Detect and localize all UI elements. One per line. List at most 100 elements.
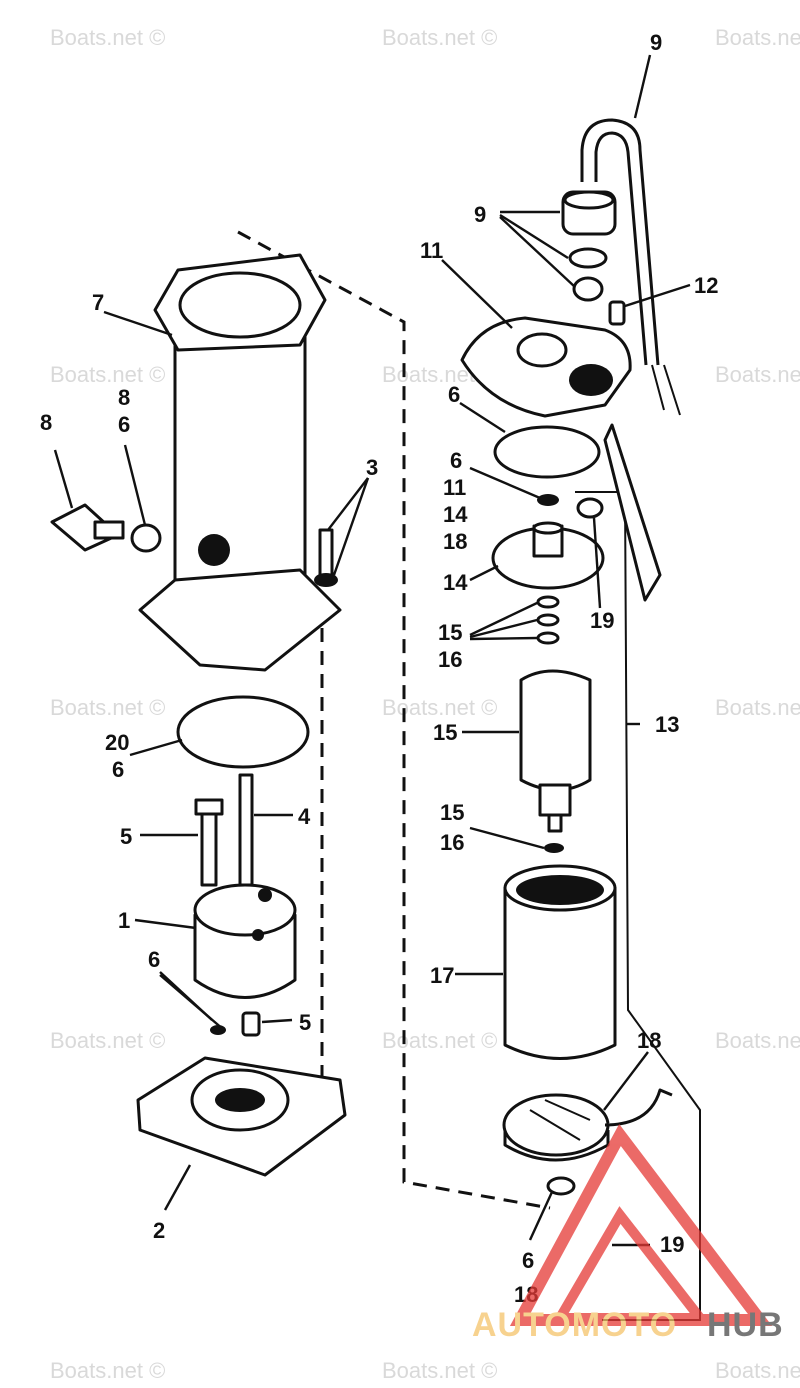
bolt-5 <box>200 808 218 887</box>
callout-6: 6 <box>450 448 462 473</box>
callout-11: 11 <box>420 238 443 263</box>
watermark: Boats.net © <box>50 25 165 50</box>
callout-5: 5 <box>299 1010 311 1035</box>
callout-14: 14 <box>443 570 468 595</box>
housing-base <box>138 568 342 672</box>
callout-11: 11 <box>443 475 466 500</box>
callout-13: 13 <box>655 712 679 737</box>
callout-labels: 9 9 11 12 7 8 8 6 6 3 6 11 14 18 14 19 1… <box>40 30 718 1307</box>
callout-6: 6 <box>118 412 130 437</box>
callout-7: 7 <box>92 290 104 315</box>
bolt-5-head <box>194 798 224 816</box>
brush-holder-18 <box>502 1088 673 1162</box>
callout-9: 9 <box>650 30 662 55</box>
watermark: Boats.net © <box>715 1358 800 1383</box>
fill-port <box>198 534 230 566</box>
pump-body <box>193 913 297 999</box>
callout-6: 6 <box>448 382 460 407</box>
callout-18: 18 <box>443 529 467 554</box>
watermark: Boats.net © <box>382 1028 497 1053</box>
callout-16: 16 <box>438 647 462 672</box>
stud-4 <box>238 773 254 887</box>
watermark: Boats.net © <box>382 695 497 720</box>
callout-16: 16 <box>440 830 464 855</box>
leader-lines <box>53 54 691 1247</box>
harness-loop-inner <box>594 131 648 366</box>
seal-small <box>537 494 559 506</box>
washer <box>536 595 560 609</box>
callout-14: 14 <box>443 502 468 527</box>
pump-port <box>252 929 264 941</box>
hub-top <box>532 521 564 535</box>
reservoir-housing-7 <box>138 253 342 672</box>
motor-housing-17 <box>503 864 617 1060</box>
brush-holder-detail <box>529 1099 591 1141</box>
lockwasher <box>314 573 338 587</box>
end-cap-11 <box>460 300 632 418</box>
plug-thread <box>93 520 125 540</box>
housing-body <box>503 886 617 1060</box>
callout-6: 6 <box>112 757 124 782</box>
pin-5 <box>241 1011 261 1037</box>
logo-triangle <box>509 1123 773 1326</box>
end-cap-boss <box>516 332 568 368</box>
callout-18: 18 <box>637 1028 661 1053</box>
pump-top <box>193 883 297 937</box>
callout-4: 4 <box>298 804 311 829</box>
end-cap-bushing <box>569 364 613 396</box>
callout-15: 15 <box>440 800 464 825</box>
pump-body-1 <box>193 883 297 999</box>
automotohub-logo: AUTOMOTO HUB <box>472 1123 783 1344</box>
washer <box>536 631 560 645</box>
assembly-dash-lines <box>237 230 551 1210</box>
housing-magnet <box>516 875 604 905</box>
callout-17: 17 <box>430 963 454 988</box>
manifold-2 <box>136 1056 347 1177</box>
watermark: Boats.net © <box>715 25 800 50</box>
armature-core <box>519 669 592 792</box>
watermark: Boats.net © <box>50 362 165 387</box>
watermark: Boats.net © <box>715 695 800 720</box>
callout-6: 6 <box>522 1248 534 1273</box>
callout-20: 20 <box>105 730 129 755</box>
callout-8: 8 <box>40 410 52 435</box>
callout-12: 12 <box>694 273 718 298</box>
bushing-19 <box>576 497 604 519</box>
housing-bore <box>178 271 302 339</box>
callout-3: 3 <box>366 455 378 480</box>
washer <box>546 1176 576 1196</box>
callout-5: 5 <box>120 824 132 849</box>
washer <box>536 613 560 627</box>
screw-3 <box>318 528 334 577</box>
washer <box>544 843 564 853</box>
wire-harness-9 <box>561 118 681 416</box>
armature-15 <box>519 669 592 833</box>
o-ring <box>493 425 601 479</box>
callout-19: 19 <box>660 1232 684 1257</box>
grommet-top <box>563 190 615 210</box>
screw-12 <box>608 300 626 326</box>
callout-2: 2 <box>153 1218 165 1243</box>
logo-text-primary: AUTOMOTO <box>472 1306 677 1344</box>
watermark: Boats.net © <box>382 1358 497 1383</box>
callout-9: 9 <box>474 202 486 227</box>
wire-lead <box>603 423 662 602</box>
watermark-group: Boats.net © Boats.net © Boats.net © Boat… <box>50 25 800 1383</box>
callout-6: 6 <box>148 947 160 972</box>
wire-ends <box>651 364 681 416</box>
pump-port <box>258 888 272 902</box>
watermark: Boats.net © <box>50 1028 165 1053</box>
watermark: Boats.net © <box>715 1028 800 1053</box>
manifold-ports <box>215 1088 265 1112</box>
callout-8: 8 <box>118 385 130 410</box>
armature-shaft <box>547 813 563 833</box>
logo-triangle-inner <box>551 1206 711 1323</box>
callout-1: 1 <box>118 908 130 933</box>
nut <box>572 276 604 302</box>
watermark: Boats.net © <box>50 695 165 720</box>
watermark: Boats.net © <box>50 1358 165 1383</box>
brush-lead <box>604 1088 673 1127</box>
washer <box>568 247 608 269</box>
watermark: Boats.net © <box>382 25 497 50</box>
